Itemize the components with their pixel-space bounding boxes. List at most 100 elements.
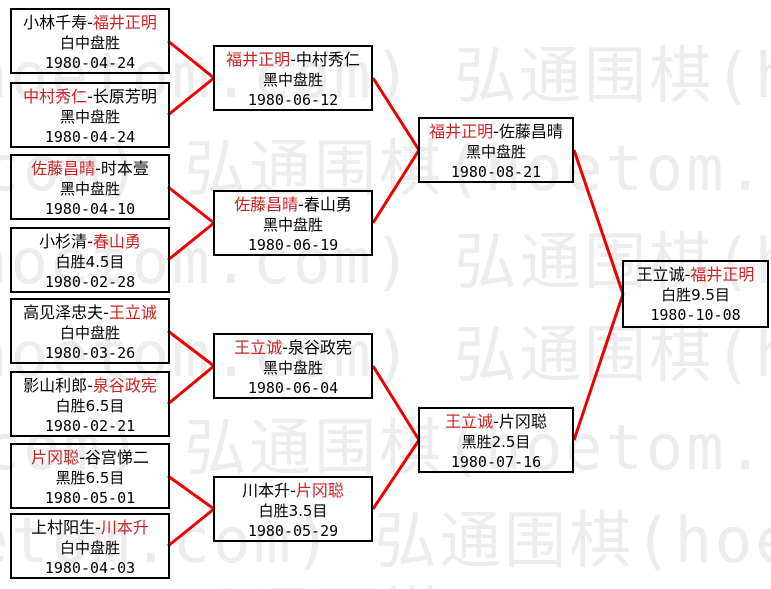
player-name: 高见泽忠夫 <box>23 303 104 322</box>
players-separator: - <box>87 13 93 32</box>
match-result: 黑中盘胜 <box>262 71 323 89</box>
match-date: 1980-06-19 <box>247 236 339 254</box>
match-result: 白中盘胜 <box>59 34 120 52</box>
players-separator: - <box>493 412 499 431</box>
match-box-r1-8: 上村阳生-川本升 白中盘胜 1980-04-03 <box>10 513 170 579</box>
player-name: 影山利郎 <box>23 376 88 395</box>
match-date: 1980-05-01 <box>44 489 136 507</box>
players-separator: - <box>290 481 296 500</box>
watermark-text: 弘通围棋(hoetom.com) 弘通围棋(hoetom.com) 弘通围棋(h… <box>0 566 771 589</box>
match-players: 影山利郎-泉谷政宪 <box>12 376 168 396</box>
match-box-r1-5: 高见泽忠夫-王立诚 白中盘胜 1980-03-26 <box>10 298 170 364</box>
players-separator: - <box>103 303 109 322</box>
match-players: 王立诚-福井正明 <box>624 265 767 285</box>
player-name: 佐藤昌晴 <box>234 195 299 214</box>
player-name: 佐藤昌晴 <box>498 122 563 141</box>
match-date: 1980-04-24 <box>44 54 136 72</box>
player-name: 福井正明 <box>429 122 494 141</box>
match-players: 小林千寿-福井正明 <box>12 13 168 33</box>
match-date: 1980-02-28 <box>44 273 136 291</box>
players-separator: - <box>95 159 101 178</box>
match-result: 白胜9.5目 <box>661 286 730 304</box>
match-date: 1980-08-21 <box>450 163 542 181</box>
match-box-r1-7: 片冈聪-谷宫悌二 黑胜6.5目 1980-05-01 <box>10 443 170 509</box>
match-players: 王立诚-泉谷政宪 <box>215 338 371 358</box>
match-date: 1980-04-03 <box>44 559 136 577</box>
player-name: 长原芳明 <box>92 87 157 106</box>
match-box-r2-1: 福井正明-中村秀仁 黑中盘胜 1980-06-12 <box>213 45 373 111</box>
player-name: 小杉清 <box>39 232 88 251</box>
match-date: 1980-03-26 <box>44 344 136 362</box>
match-box-sf-1: 福井正明-佐藤昌晴 黑中盘胜 1980-08-21 <box>418 117 574 183</box>
player-name: 上村阳生 <box>31 518 96 537</box>
player-name: 福井正明 <box>226 50 291 69</box>
match-date: 1980-04-10 <box>44 200 136 218</box>
match-players: 片冈聪-谷宫悌二 <box>12 448 168 468</box>
match-result: 黑中盘胜 <box>59 180 120 198</box>
match-result: 黑中盘胜 <box>59 108 120 126</box>
match-box-r1-6: 影山利郎-泉谷政宪 白胜6.5目 1980-02-21 <box>10 371 170 437</box>
match-date: 1980-06-12 <box>247 91 339 109</box>
player-name: 片冈聪 <box>295 481 344 500</box>
player-name: 福井正明 <box>690 265 755 284</box>
match-players: 佐藤昌晴-春山勇 <box>215 195 371 215</box>
players-separator: - <box>87 232 93 251</box>
match-date: 1980-05-29 <box>247 522 339 540</box>
players-separator: - <box>95 518 101 537</box>
player-name: 片冈聪 <box>498 412 547 431</box>
match-box-r1-3: 佐藤昌晴-时本壹 黑中盘胜 1980-04-10 <box>10 154 170 220</box>
player-name: 泉谷政宪 <box>287 338 352 357</box>
match-result: 黑中盘胜 <box>262 216 323 234</box>
player-name: 王立诚 <box>636 265 685 284</box>
players-separator: - <box>87 376 93 395</box>
player-name: 中村秀仁 <box>295 50 360 69</box>
player-name: 佐藤昌晴 <box>31 159 96 178</box>
match-players: 中村秀仁-长原芳明 <box>12 87 168 107</box>
match-players: 王立诚-片冈聪 <box>420 412 572 432</box>
player-name: 片冈聪 <box>31 448 80 467</box>
match-date: 1980-04-24 <box>44 128 136 146</box>
players-separator: - <box>87 87 93 106</box>
match-result: 白胜3.5目 <box>258 502 328 520</box>
player-name: 春山勇 <box>303 195 352 214</box>
player-name: 时本壹 <box>100 159 149 178</box>
player-name: 小林千寿 <box>23 13 88 32</box>
players-separator: - <box>282 338 288 357</box>
match-box-r1-4: 小杉清-春山勇 白胜4.5目 1980-02-28 <box>10 227 170 293</box>
match-players: 川本升-片冈聪 <box>215 481 371 501</box>
match-result: 黑中盘胜 <box>465 143 526 161</box>
match-players: 上村阳生-川本升 <box>12 518 168 538</box>
watermark-text: 弘通围棋(hoetom.com) 弘通围棋(hoetom.com) 弘通围棋(h… <box>0 504 771 577</box>
player-name: 王立诚 <box>108 303 157 322</box>
players-separator: - <box>298 195 304 214</box>
player-name: 川本升 <box>100 518 149 537</box>
match-result: 黑胜2.5目 <box>461 433 531 451</box>
match-box-r2-3: 王立诚-泉谷政宪 黑中盘胜 1980-06-04 <box>213 333 373 399</box>
player-name: 福井正明 <box>92 13 157 32</box>
player-name: 谷宫悌二 <box>84 448 149 467</box>
match-result: 白胜4.5目 <box>55 253 125 271</box>
match-date: 1980-06-04 <box>247 379 339 397</box>
player-name: 川本升 <box>242 481 291 500</box>
match-players: 福井正明-中村秀仁 <box>215 50 371 70</box>
player-name: 王立诚 <box>445 412 494 431</box>
match-box-r1-2: 中村秀仁-长原芳明 黑中盘胜 1980-04-24 <box>10 82 170 148</box>
match-box-sf-2: 王立诚-片冈聪 黑胜2.5目 1980-07-16 <box>418 407 574 473</box>
match-box-final: 王立诚-福井正明 白胜9.5目 1980-10-08 <box>622 260 769 328</box>
players-separator: - <box>290 50 296 69</box>
players-separator: - <box>79 448 85 467</box>
players-separator: - <box>684 265 691 284</box>
match-result: 白中盘胜 <box>59 324 120 342</box>
match-date: 1980-02-21 <box>44 417 136 435</box>
match-result: 白胜6.5目 <box>55 397 125 415</box>
player-name: 泉谷政宪 <box>92 376 157 395</box>
match-result: 白中盘胜 <box>59 539 120 557</box>
player-name: 春山勇 <box>92 232 141 251</box>
players-separator: - <box>493 122 499 141</box>
match-result: 黑中盘胜 <box>262 359 323 377</box>
player-name: 中村秀仁 <box>23 87 88 106</box>
player-name: 王立诚 <box>234 338 283 357</box>
match-box-r2-2: 佐藤昌晴-春山勇 黑中盘胜 1980-06-19 <box>213 190 373 256</box>
match-box-r2-4: 川本升-片冈聪 白胜3.5目 1980-05-29 <box>213 476 373 542</box>
